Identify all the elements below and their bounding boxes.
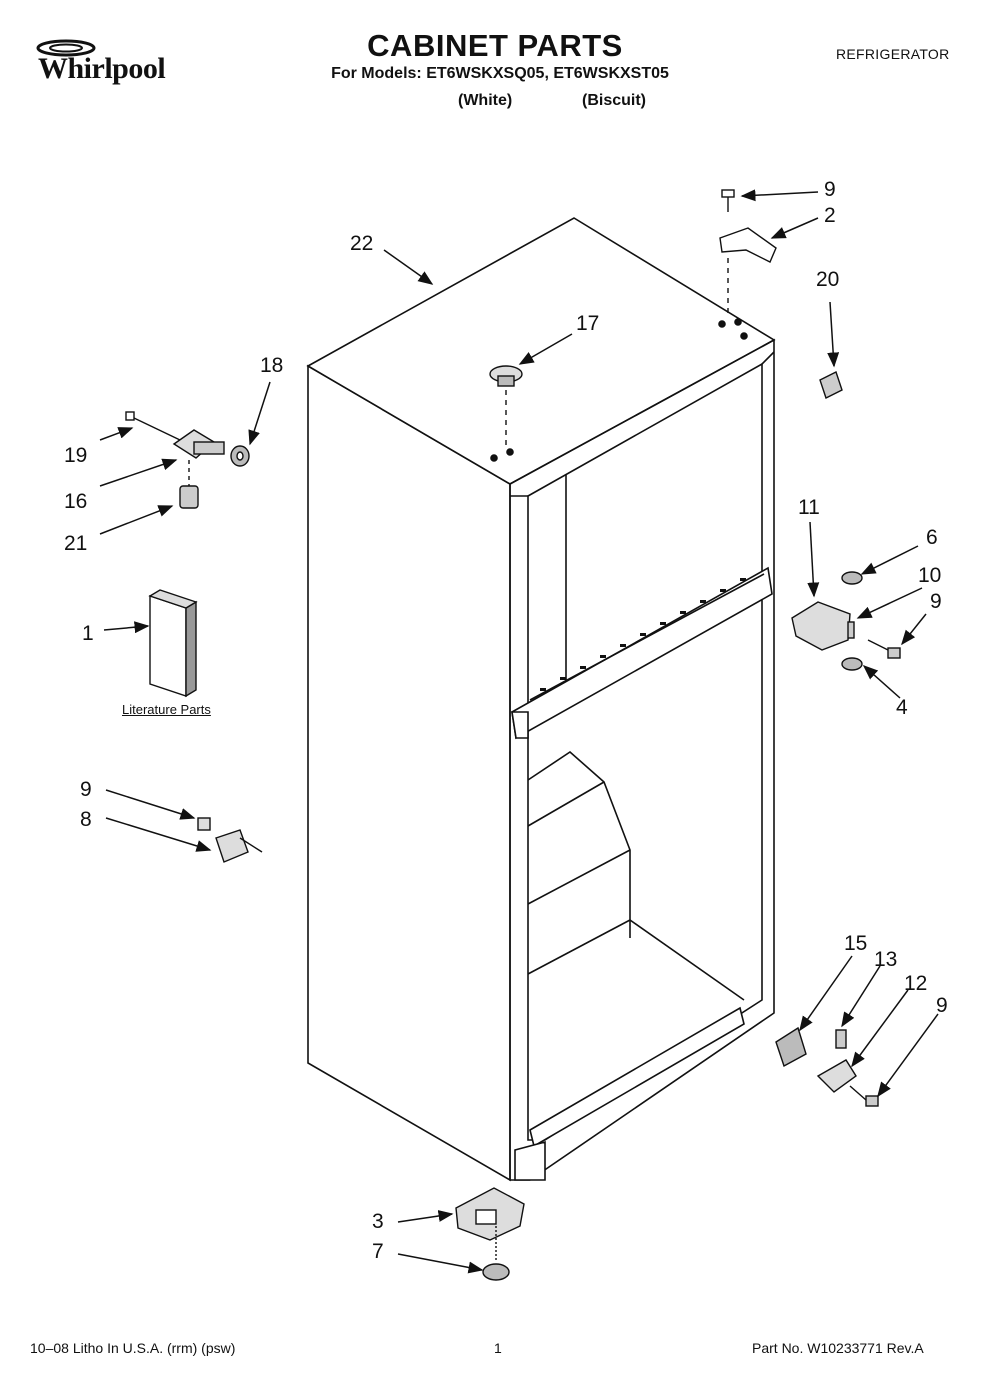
callout-20: 20: [816, 268, 839, 291]
models-line: For Models: ET6WSKXSQ05, ET6WSKXST05: [331, 65, 669, 82]
callout-2: 2: [824, 204, 836, 227]
callout-4: 4: [896, 696, 908, 719]
callout-18: 18: [260, 354, 283, 377]
leader-lines: [99, 189, 939, 1274]
callout-6: 6: [926, 526, 938, 549]
callout-16: 16: [64, 490, 87, 513]
literature-parts-label: Literature Parts: [122, 702, 211, 717]
callout-22: 22: [350, 232, 373, 255]
hinge-cap-icon: [819, 371, 843, 399]
category-label: REFRIGERATOR: [836, 46, 950, 62]
mullion-slots: [540, 578, 746, 691]
footer-page-number: 1: [494, 1340, 502, 1356]
whirlpool-logo: Whirlpool: [28, 34, 198, 94]
callout-17: 17: [576, 312, 599, 335]
left-hinge-icon: [197, 817, 263, 863]
leveling-bracket-icon: [455, 1187, 525, 1241]
brand-wordmark: Whirlpool: [38, 52, 166, 85]
callout-3: 3: [372, 1210, 384, 1233]
literature-booklet-icon: [148, 589, 198, 698]
callout-labels: 9 2 22 20 17 18 19 16 21 1 11 6 10 9 4 9…: [64, 178, 948, 1263]
callout-1: 1: [82, 622, 94, 645]
cabinet-body: [306, 217, 776, 1182]
footer-part-number: Part No. W10233771 Rev.A: [752, 1340, 924, 1356]
spacer-icon: [179, 460, 199, 509]
callout-19: 19: [64, 444, 87, 467]
handle-bracket-icon: [172, 429, 225, 459]
variant-white: (White): [458, 92, 513, 109]
washer-icon: [230, 445, 250, 467]
callout-12: 12: [904, 972, 927, 995]
callout-9-top: 9: [824, 178, 836, 201]
leveling-screw-icon: [482, 1226, 510, 1281]
callout-9-left: 9: [80, 778, 92, 801]
screw-top-icon: [721, 189, 735, 212]
callout-8: 8: [80, 808, 92, 831]
callout-11: 11: [798, 496, 820, 519]
callout-9-bottom: 9: [936, 994, 948, 1017]
callout-9-center: 9: [930, 590, 942, 613]
callout-13: 13: [874, 948, 897, 971]
callout-15: 15: [844, 932, 867, 955]
callout-7: 7: [372, 1240, 384, 1263]
callout-21: 21: [64, 532, 87, 555]
variant-biscuit: (Biscuit): [582, 92, 646, 109]
footer-litho: 10–08 Litho In U.S.A. (rrm) (psw): [30, 1340, 236, 1356]
bottom-hinge-icon: [775, 1026, 879, 1107]
top-hinge-icon: [719, 227, 777, 318]
screw-left-icon: [125, 411, 181, 441]
center-hinge-icon: [791, 571, 901, 671]
page-title: CABINET PARTS: [367, 28, 623, 63]
logo-swoosh-icon: [36, 39, 96, 57]
plug-button-icon: [489, 365, 523, 445]
callout-10: 10: [918, 564, 941, 587]
